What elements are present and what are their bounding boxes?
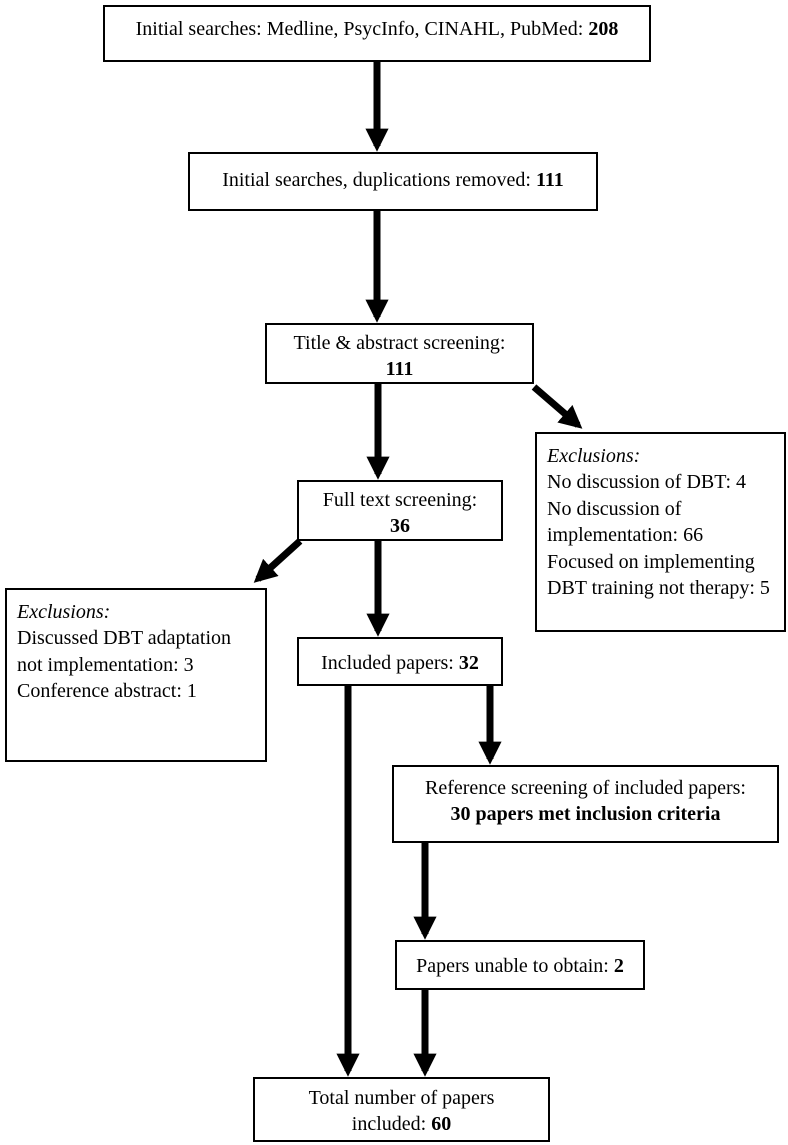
node-reference-screening-label: Reference screening of included papers: (425, 777, 746, 799)
node-papers-unable-to-obtain-label: Papers unable to obtain: (416, 955, 609, 977)
node-total-papers-included-line1: Total number of papers (308, 1087, 495, 1109)
node-initial-searches-label: Initial searches: Medline, PsycInfo, CIN… (135, 18, 584, 40)
node-exclusions-right-heading: Exclusions: (547, 445, 641, 467)
node-exclusions-right: Exclusions: No discussion of DBT: 4 No d… (535, 432, 786, 632)
node-exclusions-left: Exclusions: Discussed DBT adaptation not… (5, 588, 267, 762)
node-included-papers-count: 32 (458, 652, 479, 674)
node-papers-unable-to-obtain: Papers unable to obtain: 2 (395, 940, 645, 990)
node-title-abstract-screening-count: 111 (385, 358, 414, 381)
node-duplications-removed-count: 111 (536, 169, 564, 191)
node-total-papers-included: Total number of papers included: 60 (253, 1077, 550, 1142)
node-title-abstract-screening-label: Title & abstract screening: (293, 332, 506, 354)
node-total-papers-included-count: 60 (431, 1113, 452, 1136)
exclusion-item: No discussion of implementation: 66 (547, 497, 704, 547)
node-total-papers-included-line2: included: 60 (255, 1111, 548, 1137)
exclusion-item: Conference abstract: 1 (17, 680, 197, 703)
node-initial-searches-count: 208 (588, 18, 619, 40)
exclusion-item: Focused on implementing DBT training not… (547, 550, 770, 599)
node-reference-screening: Reference screening of included papers: … (392, 765, 779, 843)
node-full-text-screening: Full text screening: 36 (297, 480, 503, 541)
node-duplications-removed: Initial searches, duplications removed: … (188, 152, 598, 211)
node-included-papers-label: Included papers: (321, 652, 454, 674)
exclusion-item: No discussion of DBT: 4 (547, 471, 747, 494)
exclusion-item: Discussed DBT adaptation not implementat… (17, 627, 232, 676)
node-reference-screening-result: 30 papers met inclusion criteria (450, 803, 721, 826)
node-papers-unable-to-obtain-count: 2 (613, 955, 624, 977)
arrow-full-text-to-exclusions-left (253, 538, 303, 583)
arrow-title-abstract-to-exclusions-right (531, 384, 583, 429)
node-total-papers-included-label2: included: (351, 1113, 427, 1136)
node-initial-searches: Initial searches: Medline, PsycInfo, CIN… (103, 5, 651, 62)
node-duplications-removed-label: Initial searches, duplications removed: (222, 169, 531, 191)
node-full-text-screening-count: 36 (390, 515, 410, 538)
node-full-text-screening-label: Full text screening: (322, 489, 478, 511)
node-included-papers: Included papers: 32 (297, 637, 503, 686)
node-exclusions-left-heading: Exclusions: (17, 601, 111, 623)
node-title-abstract-screening: Title & abstract screening: 111 (265, 323, 534, 384)
